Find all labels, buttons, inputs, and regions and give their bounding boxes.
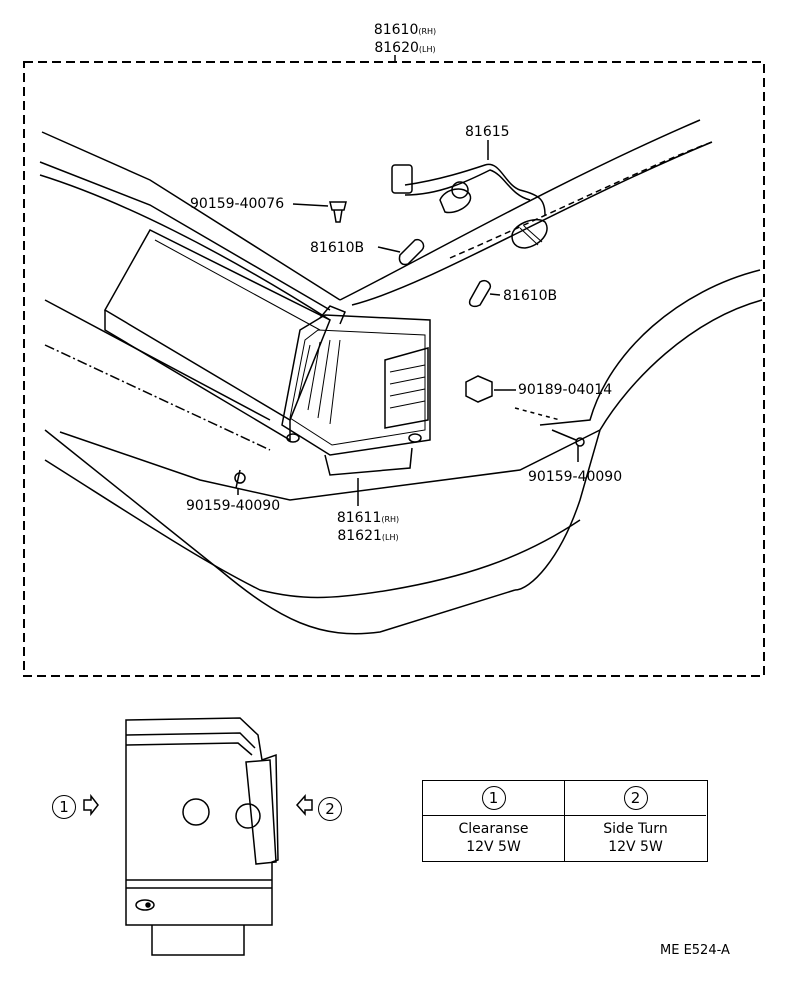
body-line-5 [351,141,713,306]
screw-right-body [551,429,577,441]
lamp-lens [281,314,431,456]
nut-clip [465,375,493,403]
lamp-body-side [103,229,331,422]
lamp-lens-window [384,347,429,429]
legend-type-2: Side Turn [603,821,668,837]
bumper-line-1 [44,459,581,599]
label-wire-harness: 81615 [465,124,510,140]
screw-top-head [329,201,347,211]
legend-spec-1: 12V 5W [466,839,521,855]
socket-side-turn [235,803,261,829]
bumper-line-4 [59,429,601,501]
harness-connector [391,164,413,194]
legend-num-1: 1 [481,786,506,810]
arrow-right [83,793,99,817]
arrow-left [295,794,313,816]
bulb-lower [468,279,492,308]
legend-type-1: Clearanse [458,821,529,837]
callout-left-num: 1 [52,795,76,819]
fender-curve-1 [539,269,761,426]
label-screw-left: 90159-40090 [186,498,281,514]
body-line-3 [39,174,331,321]
legend-col-side-turn: 2 Side Turn 12V 5W [565,781,706,861]
label-bulb-upper: 81610B [310,240,365,256]
legend-col-clearance: 1 Clearanse 12V 5W [423,781,565,861]
label-screw-right: 90159-40090 [528,469,623,485]
callout-right-num: 2 [318,797,342,821]
fender-curve-2 [514,299,763,591]
socket-clearance [182,798,210,826]
body-line-1 [41,131,341,301]
body-line-6 [449,141,713,259]
body-line-4 [339,119,701,301]
label-nut: 90189-04014 [518,382,613,398]
label-screw-top: 90159-40076 [190,196,285,212]
body-line-2 [39,161,331,311]
bulb-upper [398,238,425,266]
assembly-boundary [23,61,765,677]
bumper-line-3 [44,344,271,451]
side-view-outline [125,717,279,926]
lamp-lens-bottom [324,447,413,476]
legend-num-2: 2 [623,786,648,810]
side-view-base [151,925,245,956]
bumper-line-2 [44,299,271,421]
lamp-body-base [104,310,291,442]
label-lens: 81611(RH) 81621(LH) [336,510,400,544]
side-view-reflector [245,759,277,865]
label-assembly: 81610(RH) 81620(LH) [373,22,437,56]
diagram-code: ME E524-A [660,943,730,958]
harness-wire [404,163,546,216]
legend-spec-2: 12V 5W [608,839,663,855]
bulb-legend-table: 1 Clearanse 12V 5W 2 Side Turn 12V 5W [422,780,708,862]
label-bulb-lower: 81610B [503,288,558,304]
fender-curve-3 [44,429,516,635]
harness-socket [511,218,548,249]
